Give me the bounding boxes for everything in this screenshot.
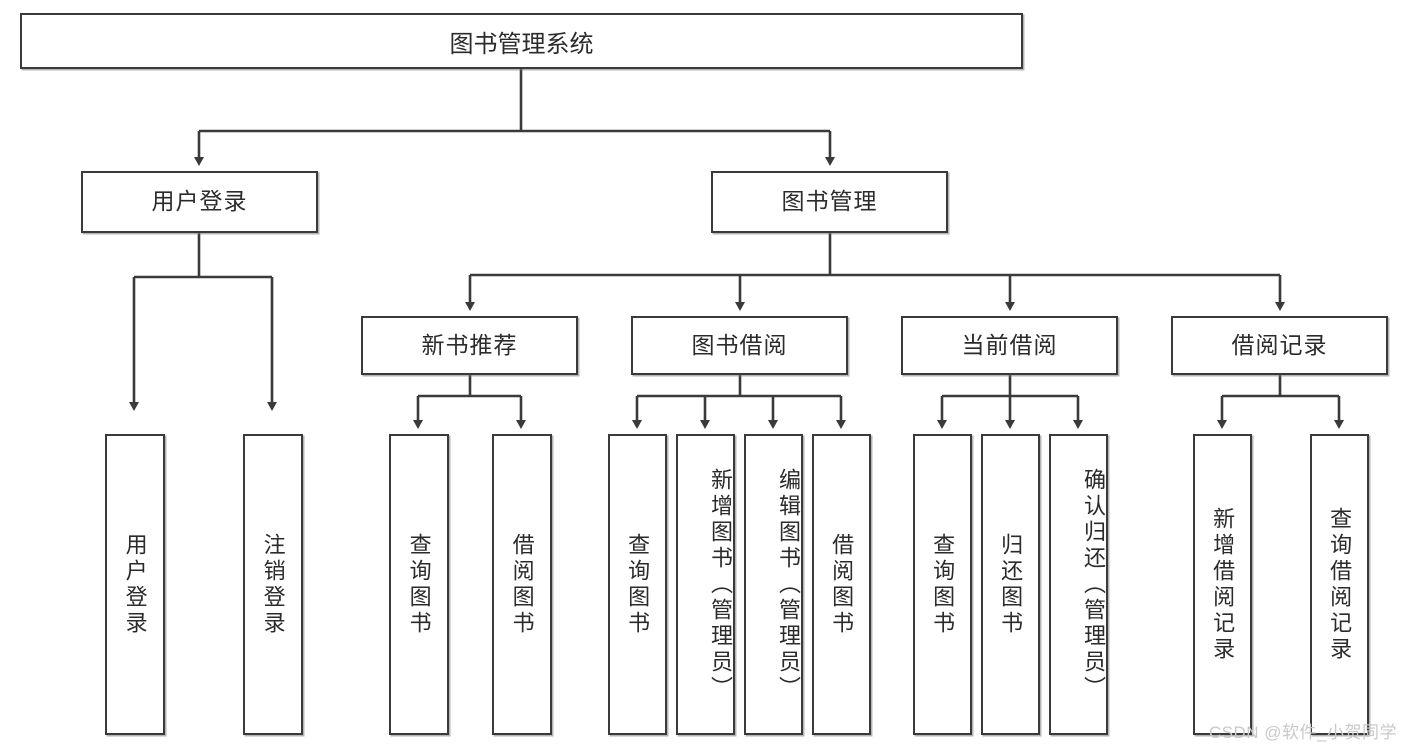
leaf-query-book-3[interactable]: 查询图书 [913, 434, 972, 735]
leaf-edit-book-label: 编辑图书（管理员） [776, 467, 801, 702]
leaf-add-book[interactable]: 新增图书（管理员） [676, 434, 735, 735]
node-root-label: 图书管理系统 [449, 30, 594, 58]
node-new-book-recommend[interactable]: 新书推荐 [361, 316, 578, 375]
leaf-add-record[interactable]: 新增借阅记录 [1193, 434, 1252, 735]
node-borrow-record-label: 借阅记录 [1231, 331, 1328, 358]
leaf-query-book-2[interactable]: 查询图书 [608, 434, 667, 735]
node-current-borrow[interactable]: 当前借阅 [901, 316, 1118, 375]
leaf-logout-login-label: 注销登录 [260, 532, 286, 637]
leaf-borrow-book-2-label: 借阅图书 [829, 532, 855, 637]
leaf-confirm-return[interactable]: 确认归还（管理员） [1049, 434, 1108, 735]
leaf-query-record[interactable]: 查询借阅记录 [1310, 434, 1369, 735]
leaf-query-book-1[interactable]: 查询图书 [389, 434, 449, 735]
node-root[interactable]: 图书管理系统 [20, 13, 1023, 69]
leaf-return-book[interactable]: 归还图书 [981, 434, 1040, 735]
leaf-user-login-label: 用户登录 [122, 532, 148, 637]
leaf-query-book-3-label: 查询图书 [930, 532, 956, 637]
node-new-book-recommend-label: 新书推荐 [421, 331, 518, 358]
leaf-user-login[interactable]: 用户登录 [105, 434, 165, 735]
node-current-borrow-label: 当前借阅 [961, 331, 1058, 358]
leaf-query-book-1-label: 查询图书 [406, 532, 432, 637]
node-user-login[interactable]: 用户登录 [81, 171, 318, 233]
node-user-login-label: 用户登录 [151, 188, 248, 215]
node-borrow-record[interactable]: 借阅记录 [1171, 316, 1388, 375]
node-book-manage[interactable]: 图书管理 [711, 171, 948, 233]
leaf-add-book-label: 新增图书（管理员） [708, 467, 733, 702]
node-book-manage-label: 图书管理 [781, 188, 878, 215]
csdn-watermark: CSDN @软件_小贺同学 [1208, 723, 1397, 742]
node-book-borrow[interactable]: 图书借阅 [631, 316, 848, 375]
leaf-query-record-label: 查询借阅记录 [1327, 506, 1353, 663]
leaf-confirm-return-label: 确认归还（管理员） [1081, 467, 1106, 702]
leaf-borrow-book-1[interactable]: 借阅图书 [492, 434, 552, 735]
leaf-logout-login[interactable]: 注销登录 [243, 434, 303, 735]
leaf-return-book-label: 归还图书 [998, 532, 1024, 637]
node-book-borrow-label: 图书借阅 [691, 331, 788, 358]
leaf-borrow-book-2[interactable]: 借阅图书 [812, 434, 871, 735]
leaf-edit-book[interactable]: 编辑图书（管理员） [744, 434, 803, 735]
leaf-borrow-book-1-label: 借阅图书 [509, 532, 535, 637]
leaf-add-record-label: 新增借阅记录 [1210, 506, 1236, 663]
leaf-query-book-2-label: 查询图书 [625, 532, 651, 637]
